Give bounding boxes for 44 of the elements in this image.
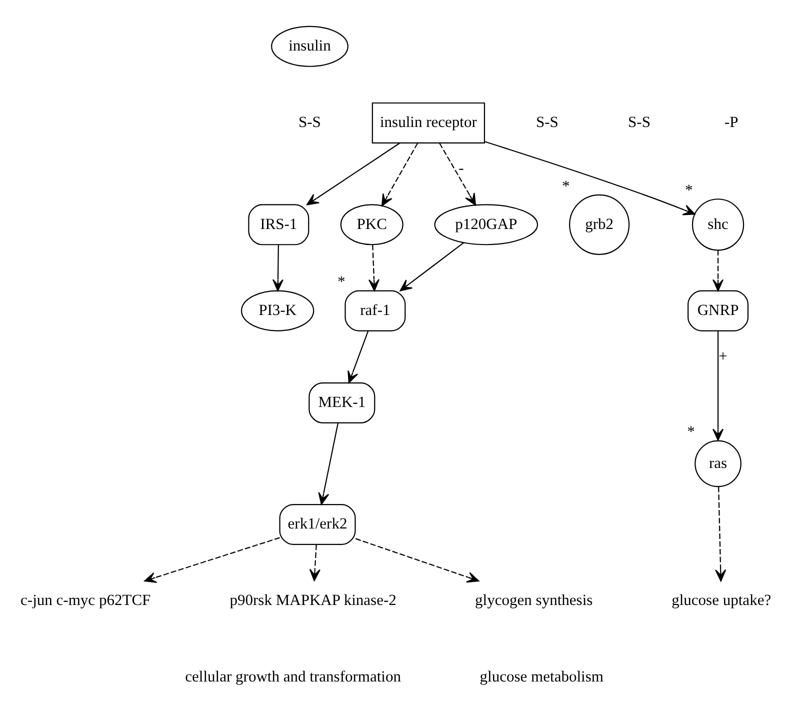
arrow xyxy=(368,244,380,292)
arrow xyxy=(439,142,476,206)
node-box: raf-1 xyxy=(344,290,406,332)
node-label: * xyxy=(562,178,570,195)
arrow xyxy=(712,250,724,292)
node-box: IRS-1 xyxy=(248,204,310,246)
arrow xyxy=(381,142,418,206)
arrow xyxy=(356,538,480,583)
node-box: erk1/erk2 xyxy=(279,504,356,545)
arrow xyxy=(318,423,339,505)
label: S-S xyxy=(298,114,321,132)
node-circle: ras xyxy=(694,440,742,488)
arrow xyxy=(306,142,400,206)
arrow xyxy=(712,330,724,441)
label: -P xyxy=(724,114,738,132)
arrow xyxy=(272,244,284,292)
node-box: GNRP xyxy=(688,290,749,332)
arrow xyxy=(144,537,280,583)
arrow xyxy=(484,141,696,216)
node-ellipse: PI3-K xyxy=(240,290,314,332)
node-label: * xyxy=(687,423,695,440)
edge-label: + xyxy=(718,348,728,365)
arrow xyxy=(400,242,464,292)
arrow xyxy=(348,330,369,384)
arrow xyxy=(309,544,320,582)
node-text: glucose uptake? xyxy=(672,592,772,610)
node-ellipse: PKC xyxy=(340,204,404,246)
label: S-S xyxy=(628,114,650,132)
arrow xyxy=(715,486,726,582)
edge-label: - xyxy=(458,160,464,178)
node-box: MEK-1 xyxy=(308,382,376,424)
node-box: insulin receptor xyxy=(372,102,486,144)
label: S-S xyxy=(536,114,558,132)
node-ellipse: insulin xyxy=(271,26,348,67)
node-text: p90rsk MAPKAP kinase-2 xyxy=(230,592,396,610)
label: glucose metabolism xyxy=(480,668,604,686)
node-circle: grb2 xyxy=(569,194,630,255)
node-circle: shc xyxy=(692,198,744,251)
node-text: glycogen synthesis xyxy=(475,592,593,610)
node-label: * xyxy=(337,274,346,291)
node-label: * xyxy=(685,182,693,200)
label: cellular growth and transformation xyxy=(185,668,402,686)
node-ellipse: p120GAP xyxy=(434,204,538,246)
node-text: c-jun c-myc p62TCF xyxy=(20,592,151,610)
